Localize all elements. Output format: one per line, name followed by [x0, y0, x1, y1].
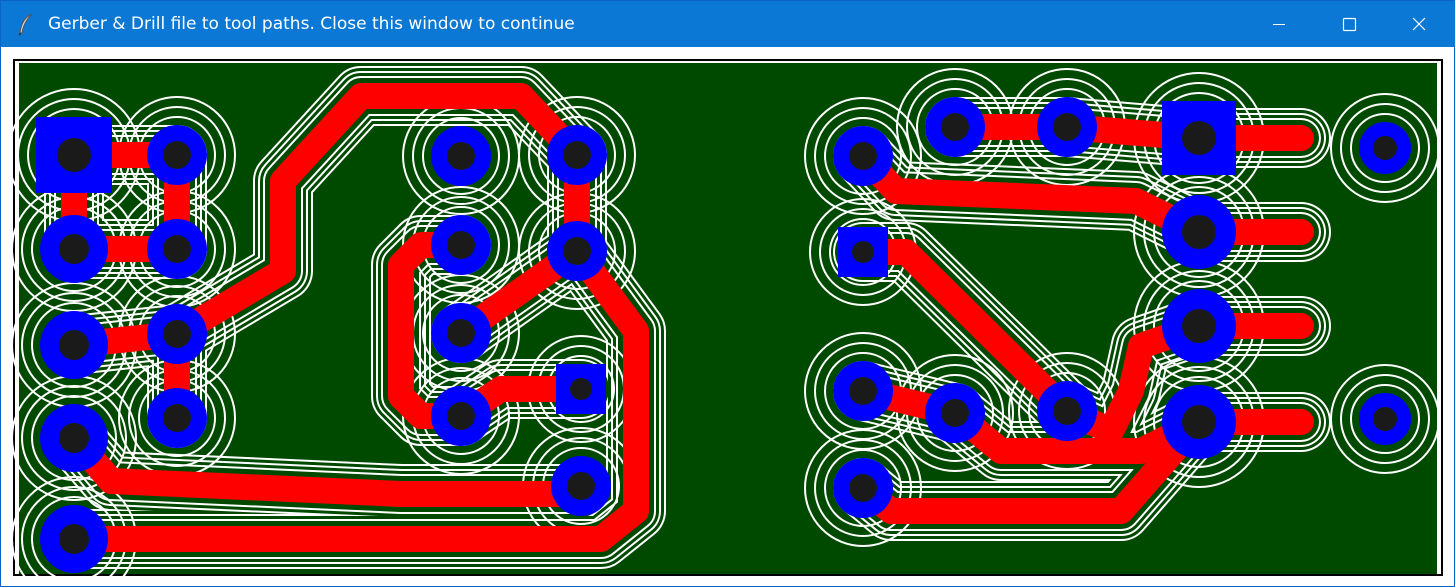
close-button[interactable]	[1384, 1, 1454, 47]
drill-hole	[59, 234, 89, 264]
pcb-toolpath-preview	[12, 59, 1443, 577]
toolpath-ring	[1350, 384, 1420, 454]
title-bar[interactable]: Gerber & Drill file to tool paths. Close…	[1, 1, 1455, 47]
drill-hole	[1182, 405, 1216, 439]
feather-icon	[15, 12, 37, 36]
toolpath-ring	[422, 294, 500, 372]
drill-hole	[1182, 309, 1216, 343]
copper-trace	[61, 238, 649, 552]
toolpath-ring	[814, 107, 912, 205]
toolpath-ring	[1340, 374, 1430, 464]
drill-hole	[570, 378, 592, 400]
drill-hole	[447, 402, 475, 430]
toolpath-ring	[21, 385, 127, 491]
copper-trace	[164, 83, 590, 347]
copper-trace	[942, 114, 1314, 151]
drill-hole	[163, 404, 191, 432]
copper-trace	[388, 232, 474, 429]
toolpath-ring	[1350, 113, 1420, 183]
toolpath-ring	[422, 117, 500, 195]
drill-hole	[849, 142, 877, 170]
drill-hole	[1182, 215, 1216, 249]
drill-hole	[563, 237, 591, 265]
drill-hole	[852, 241, 874, 263]
minimize-button[interactable]	[1244, 1, 1314, 47]
drill-hole	[163, 235, 191, 263]
pcb-canvas[interactable]	[12, 58, 1444, 577]
drill-hole	[1053, 397, 1081, 425]
drill-hole	[447, 142, 475, 170]
drill-hole	[1373, 136, 1397, 160]
toolpath-ring	[804, 97, 922, 215]
drill-hole	[59, 330, 89, 360]
toolpath-ring	[804, 429, 922, 547]
close-icon	[1412, 17, 1426, 31]
drill-hole	[163, 320, 191, 348]
toolpath-ring	[814, 439, 912, 537]
toolpath-ring	[31, 395, 117, 481]
drill-hole	[59, 524, 89, 554]
drill-hole	[447, 319, 475, 347]
drill-hole	[941, 399, 969, 427]
maximize-button[interactable]	[1314, 1, 1384, 47]
drill-hole	[1182, 121, 1216, 155]
toolpath-ring	[896, 354, 1014, 472]
drill-hole	[1373, 407, 1397, 431]
drill-hole	[163, 141, 191, 169]
toolpath-ring	[824, 117, 902, 195]
drill-hole	[849, 377, 877, 405]
drill-hole	[57, 138, 91, 172]
drill-hole	[59, 423, 89, 453]
drill-hole	[941, 113, 969, 141]
copper-trace	[1054, 313, 1212, 444]
maximize-icon	[1342, 17, 1357, 32]
toolpath-ring	[1330, 93, 1440, 203]
toolpath-ring	[1330, 364, 1440, 474]
drill-hole	[447, 231, 475, 259]
minimize-icon	[1273, 24, 1285, 25]
toolpath-ring	[824, 449, 902, 527]
drill-hole	[1053, 113, 1081, 141]
drill-hole	[567, 472, 595, 500]
drill-hole	[563, 141, 591, 169]
toolpath-ring	[1340, 103, 1430, 193]
drill-hole	[849, 474, 877, 502]
window-title: Gerber & Drill file to tool paths. Close…	[48, 14, 575, 34]
